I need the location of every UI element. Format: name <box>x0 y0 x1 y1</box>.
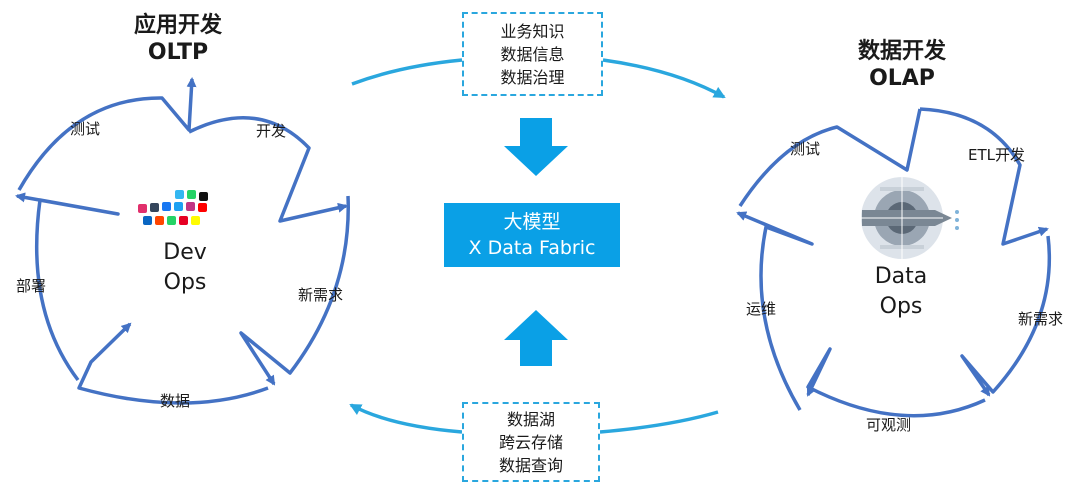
right-stage-ops: 运维 <box>746 300 777 318</box>
right-stage-observe: 可观测 <box>866 416 912 434</box>
right-core-label: Data Ops <box>866 262 936 322</box>
right-cycle-arc-4 <box>736 211 814 411</box>
flow-arrow-top-right <box>602 58 726 99</box>
right-title-cn: 数据开发 <box>857 39 946 64</box>
center-title: 大模型 <box>503 211 561 233</box>
bottom-box-line-1: 数据湖 <box>506 409 555 429</box>
flow-arrow-bottom-right <box>599 410 719 434</box>
top-box-line-3: 数据治理 <box>500 67 565 87</box>
left-cycle-arc-4 <box>15 192 120 382</box>
right-core-line-2: Ops <box>879 294 923 319</box>
center-model-box: 大模型 X Data Fabric <box>444 203 620 267</box>
center-subtitle: X Data Fabric <box>468 237 596 259</box>
top-knowledge-box: 业务知识 数据信息 数据治理 <box>462 12 603 96</box>
left-title-en: OLTP <box>147 40 209 65</box>
right-cycle-arc-3 <box>806 347 986 418</box>
left-title: 应用开发 OLTP <box>128 12 228 66</box>
left-title-cn: 应用开发 <box>133 13 222 38</box>
top-box-line-1: 业务知识 <box>500 21 565 41</box>
left-stage-data: 数据 <box>160 392 191 410</box>
bottom-box-line-2: 跨云存储 <box>498 432 563 452</box>
right-stage-new-req: 新需求 <box>1018 310 1064 328</box>
left-stage-deploy: 部署 <box>16 277 47 295</box>
right-core-line-1: Data <box>874 264 928 289</box>
right-cycle <box>736 107 1052 418</box>
right-cycle-arc-5 <box>738 108 922 207</box>
right-stage-test: 测试 <box>790 140 821 158</box>
left-stage-test: 测试 <box>70 120 101 138</box>
left-cycle-arc-1 <box>188 116 348 223</box>
left-stage-new-req: 新需求 <box>298 286 344 304</box>
top-box-line-2: 数据信息 <box>500 44 565 64</box>
right-title-en: OLAP <box>869 66 935 91</box>
right-stage-etl: ETL开发 <box>968 146 1025 164</box>
up-arrow-icon <box>504 310 568 366</box>
left-core-line-2: Ops <box>163 270 207 295</box>
left-core-line-1: Dev <box>163 240 207 265</box>
left-stage-dev: 开发 <box>256 122 287 140</box>
right-cycle-arc-1 <box>919 107 1049 246</box>
left-core-label: Dev Ops <box>150 238 220 298</box>
data-wheel-icon <box>861 177 959 259</box>
flow-arrows <box>349 58 726 434</box>
flow-arrow-top-left <box>351 58 463 86</box>
bottom-box-line-3: 数据查询 <box>498 455 563 475</box>
social-apps-icon <box>133 190 211 230</box>
right-title: 数据开发 OLAP <box>852 38 952 92</box>
down-arrow-icon <box>504 118 568 176</box>
left-cycle-arc-2 <box>239 195 350 386</box>
flow-arrow-bottom-left <box>349 403 463 434</box>
bottom-storage-box: 数据湖 跨云存储 数据查询 <box>462 402 600 482</box>
left-cycle-arc-3 <box>77 322 269 405</box>
left-cycle-arc-5 <box>17 77 197 191</box>
left-cycle <box>15 77 350 405</box>
right-cycle-arc-2 <box>960 235 1052 397</box>
